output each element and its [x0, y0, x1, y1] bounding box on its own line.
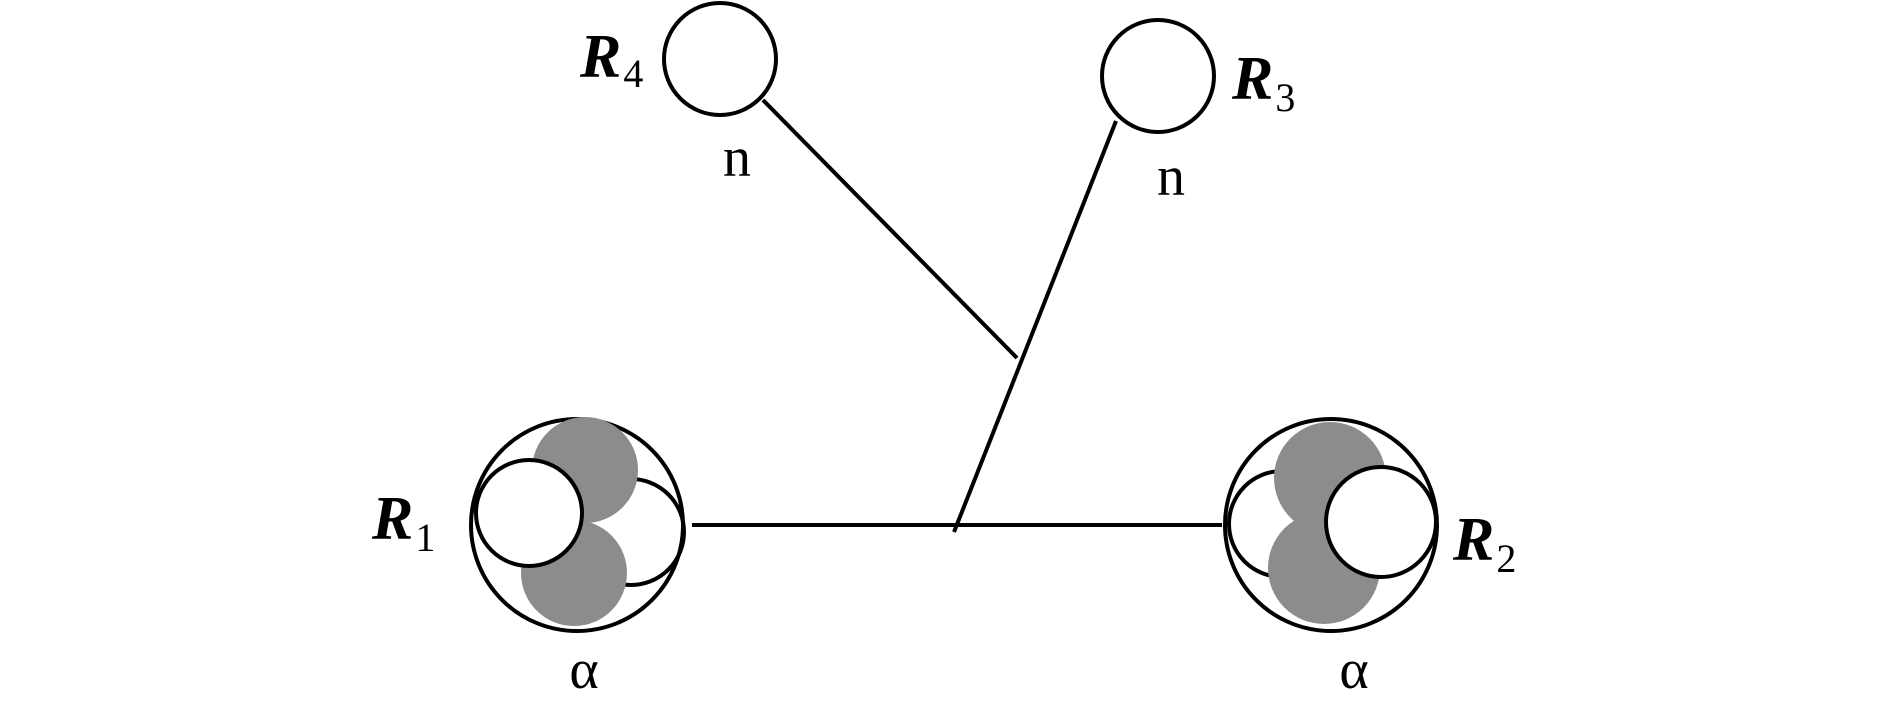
- type-r1: α: [569, 639, 598, 701]
- label-r4-index: 4: [623, 51, 643, 96]
- neutron-r1-front: [474, 458, 584, 568]
- label-r2: R2: [1452, 506, 1516, 581]
- neutron-r4-circle: [662, 1, 778, 117]
- label-r1: R1: [371, 485, 435, 560]
- label-r1-letter: R: [371, 485, 413, 553]
- label-r3: R3: [1231, 45, 1295, 120]
- r3-link: [952, 120, 1118, 533]
- label-r2-index: 2: [1496, 536, 1516, 581]
- neutron-r3: R3 n: [1100, 18, 1295, 208]
- neutron-r2-front: [1324, 465, 1438, 579]
- label-r1-index: 1: [415, 515, 435, 560]
- neutron-r4: R4 n: [579, 1, 778, 189]
- r4-link: [761, 98, 1019, 360]
- alpha-cluster-r2: R2 α: [1223, 417, 1516, 701]
- label-r4: R4: [579, 23, 643, 96]
- type-r2: α: [1339, 639, 1368, 701]
- label-r3-letter: R: [1231, 45, 1273, 113]
- label-r3-index: 3: [1275, 75, 1295, 120]
- alpha-cluster-r1: R1 α: [371, 417, 686, 701]
- neutron-r3-circle: [1100, 18, 1216, 134]
- label-r4-letter: R: [579, 23, 621, 91]
- type-r4: n: [723, 127, 751, 189]
- type-r3: n: [1157, 146, 1185, 208]
- label-r2-letter: R: [1452, 506, 1494, 574]
